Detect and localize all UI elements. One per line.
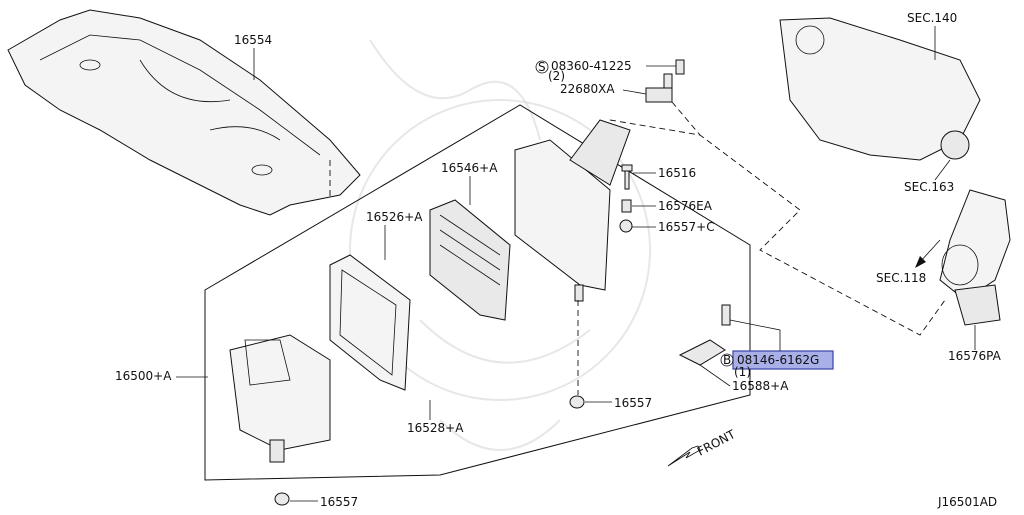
grommet-16557c[interactable] xyxy=(619,219,633,233)
bolt-prefix-circle-b xyxy=(720,353,734,367)
intake-duct[interactable] xyxy=(939,189,1011,326)
front-arrow-icon xyxy=(667,445,701,467)
watermark-emblem xyxy=(349,39,651,451)
grommet-16557-bottom[interactable] xyxy=(274,492,290,506)
label-screw-qty: (2) xyxy=(548,69,565,83)
label-sec118: SEC.118 xyxy=(876,271,926,285)
grommet-16557-mid[interactable] xyxy=(569,395,585,409)
assembly-outline-box xyxy=(204,104,751,481)
bolt-prefix-circle xyxy=(535,60,549,74)
label-air-cleaner: 16500+A xyxy=(115,369,172,383)
label-cover: 16554 xyxy=(234,33,272,47)
label-collar: 16576EA xyxy=(658,199,713,213)
air-cleaner-upper-case[interactable] xyxy=(329,254,411,391)
diagram-code: J16501AD xyxy=(937,495,997,509)
label-sec140: SEC.140 xyxy=(907,11,957,25)
label-grommet-bottom: 16557 xyxy=(320,495,358,509)
air-filter-element[interactable] xyxy=(429,199,511,321)
label-upper-case: 16526+A xyxy=(366,210,423,224)
label-bracket: 16588+A xyxy=(732,379,789,393)
label-grommet-mid: 16557 xyxy=(614,396,652,410)
label-sec163: SEC.163 xyxy=(904,180,954,194)
screw-08360[interactable] xyxy=(675,59,685,75)
label-highlighted-bolt: 08146-6162G xyxy=(737,353,819,367)
bolt-08146[interactable] xyxy=(721,304,731,326)
intake-manifold[interactable] xyxy=(779,17,981,161)
label-grommet-top: 16557+C xyxy=(658,220,715,234)
collar-16576[interactable] xyxy=(621,199,632,213)
label-element: 16546+A xyxy=(441,161,498,175)
label-duct: 16576PA xyxy=(948,349,1002,363)
air-cleaner-housing[interactable] xyxy=(514,119,631,302)
bolt-16516[interactable] xyxy=(621,164,633,190)
label-highlighted-qty: (1) xyxy=(734,365,751,379)
label-sensor: 22680XA xyxy=(560,82,615,96)
label-screw: 08360-41225 xyxy=(551,59,632,73)
bolt-prefix: S xyxy=(538,60,546,74)
air-cleaner-lower-case[interactable] xyxy=(229,334,331,463)
label-front: FRONT xyxy=(695,427,738,459)
sensor-22680[interactable] xyxy=(645,73,673,103)
bracket-16588[interactable] xyxy=(678,339,726,366)
label-lower-box: 16528+A xyxy=(407,421,464,435)
air-cleaner-cover[interactable] xyxy=(7,9,361,216)
label-bolt-top: 16516 xyxy=(658,166,696,180)
bolt-prefix-b: B xyxy=(723,353,731,367)
arrow-icon xyxy=(915,239,941,268)
